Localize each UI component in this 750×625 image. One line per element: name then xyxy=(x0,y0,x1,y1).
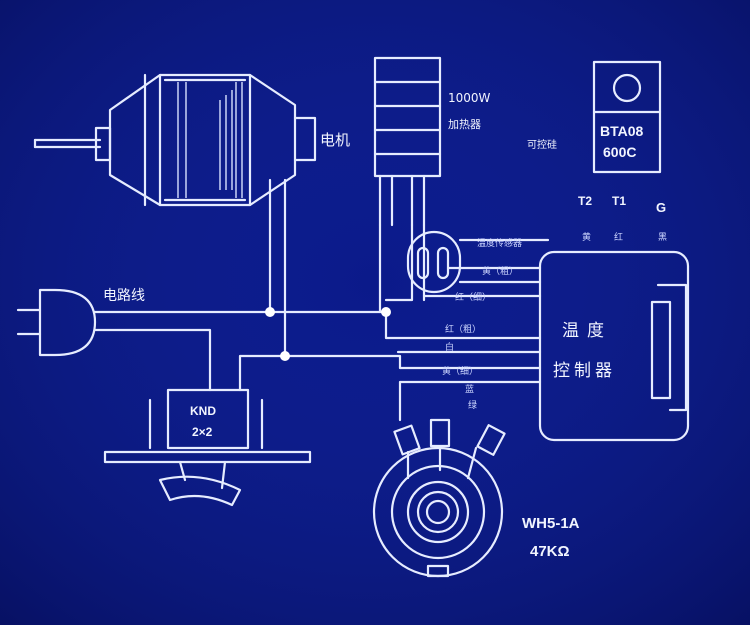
wire-red-thick-label: 红（粗） xyxy=(445,323,481,335)
controller-wires xyxy=(283,223,542,422)
switch-rating-label: 2×2 xyxy=(192,425,213,439)
motor xyxy=(33,73,317,207)
wire-red-thin-label: 红（细） xyxy=(455,291,491,303)
controller-line1: 温度 xyxy=(562,321,612,341)
controller-line2: 控制器 xyxy=(553,361,616,381)
switch-knd xyxy=(103,388,312,507)
junction-dot xyxy=(265,307,275,317)
heater-name-label: 加热器 xyxy=(448,118,481,131)
pin-g-label: G xyxy=(656,200,666,215)
heater-power-label: 1000W xyxy=(448,91,491,105)
wire-yellow-thick-label: 黄（粗） xyxy=(482,265,518,277)
wire-yellow-thin-label: 黄（细） xyxy=(442,365,478,377)
scr-note-label: 可控硅 xyxy=(527,138,557,151)
sensor-label: 温度传感器 xyxy=(477,237,522,249)
scr-rating-label: 600C xyxy=(603,144,636,160)
temperature-controller xyxy=(538,250,690,442)
scr-component xyxy=(592,60,662,174)
motor-leads xyxy=(238,178,287,392)
scr-model-label: BTA08 xyxy=(600,123,644,139)
pot-value-label: 47KΩ xyxy=(530,543,570,560)
pin-t2-label: T2 xyxy=(578,194,592,208)
pin-t1-color: 红 xyxy=(614,231,623,243)
pin-t2-color: 黄 xyxy=(582,231,591,243)
pin-g-color: 黑 xyxy=(658,232,667,243)
wire-blue-label: 蓝 xyxy=(465,383,474,395)
pot-model-label: WH5-1A xyxy=(522,515,580,532)
switch-model-label: KND xyxy=(190,404,216,418)
temperature-sensor xyxy=(406,230,550,294)
potentiometer xyxy=(372,418,506,578)
power-cord-label: 电路线 xyxy=(103,288,145,304)
wire-green-label: 绿 xyxy=(468,399,477,411)
junction-dot xyxy=(381,307,391,317)
junction-dot xyxy=(280,351,290,361)
motor-label: 电机 xyxy=(320,131,350,149)
wire-white-label: 白 xyxy=(445,341,454,353)
pin-t1-label: T1 xyxy=(612,194,626,208)
heater xyxy=(373,56,442,227)
